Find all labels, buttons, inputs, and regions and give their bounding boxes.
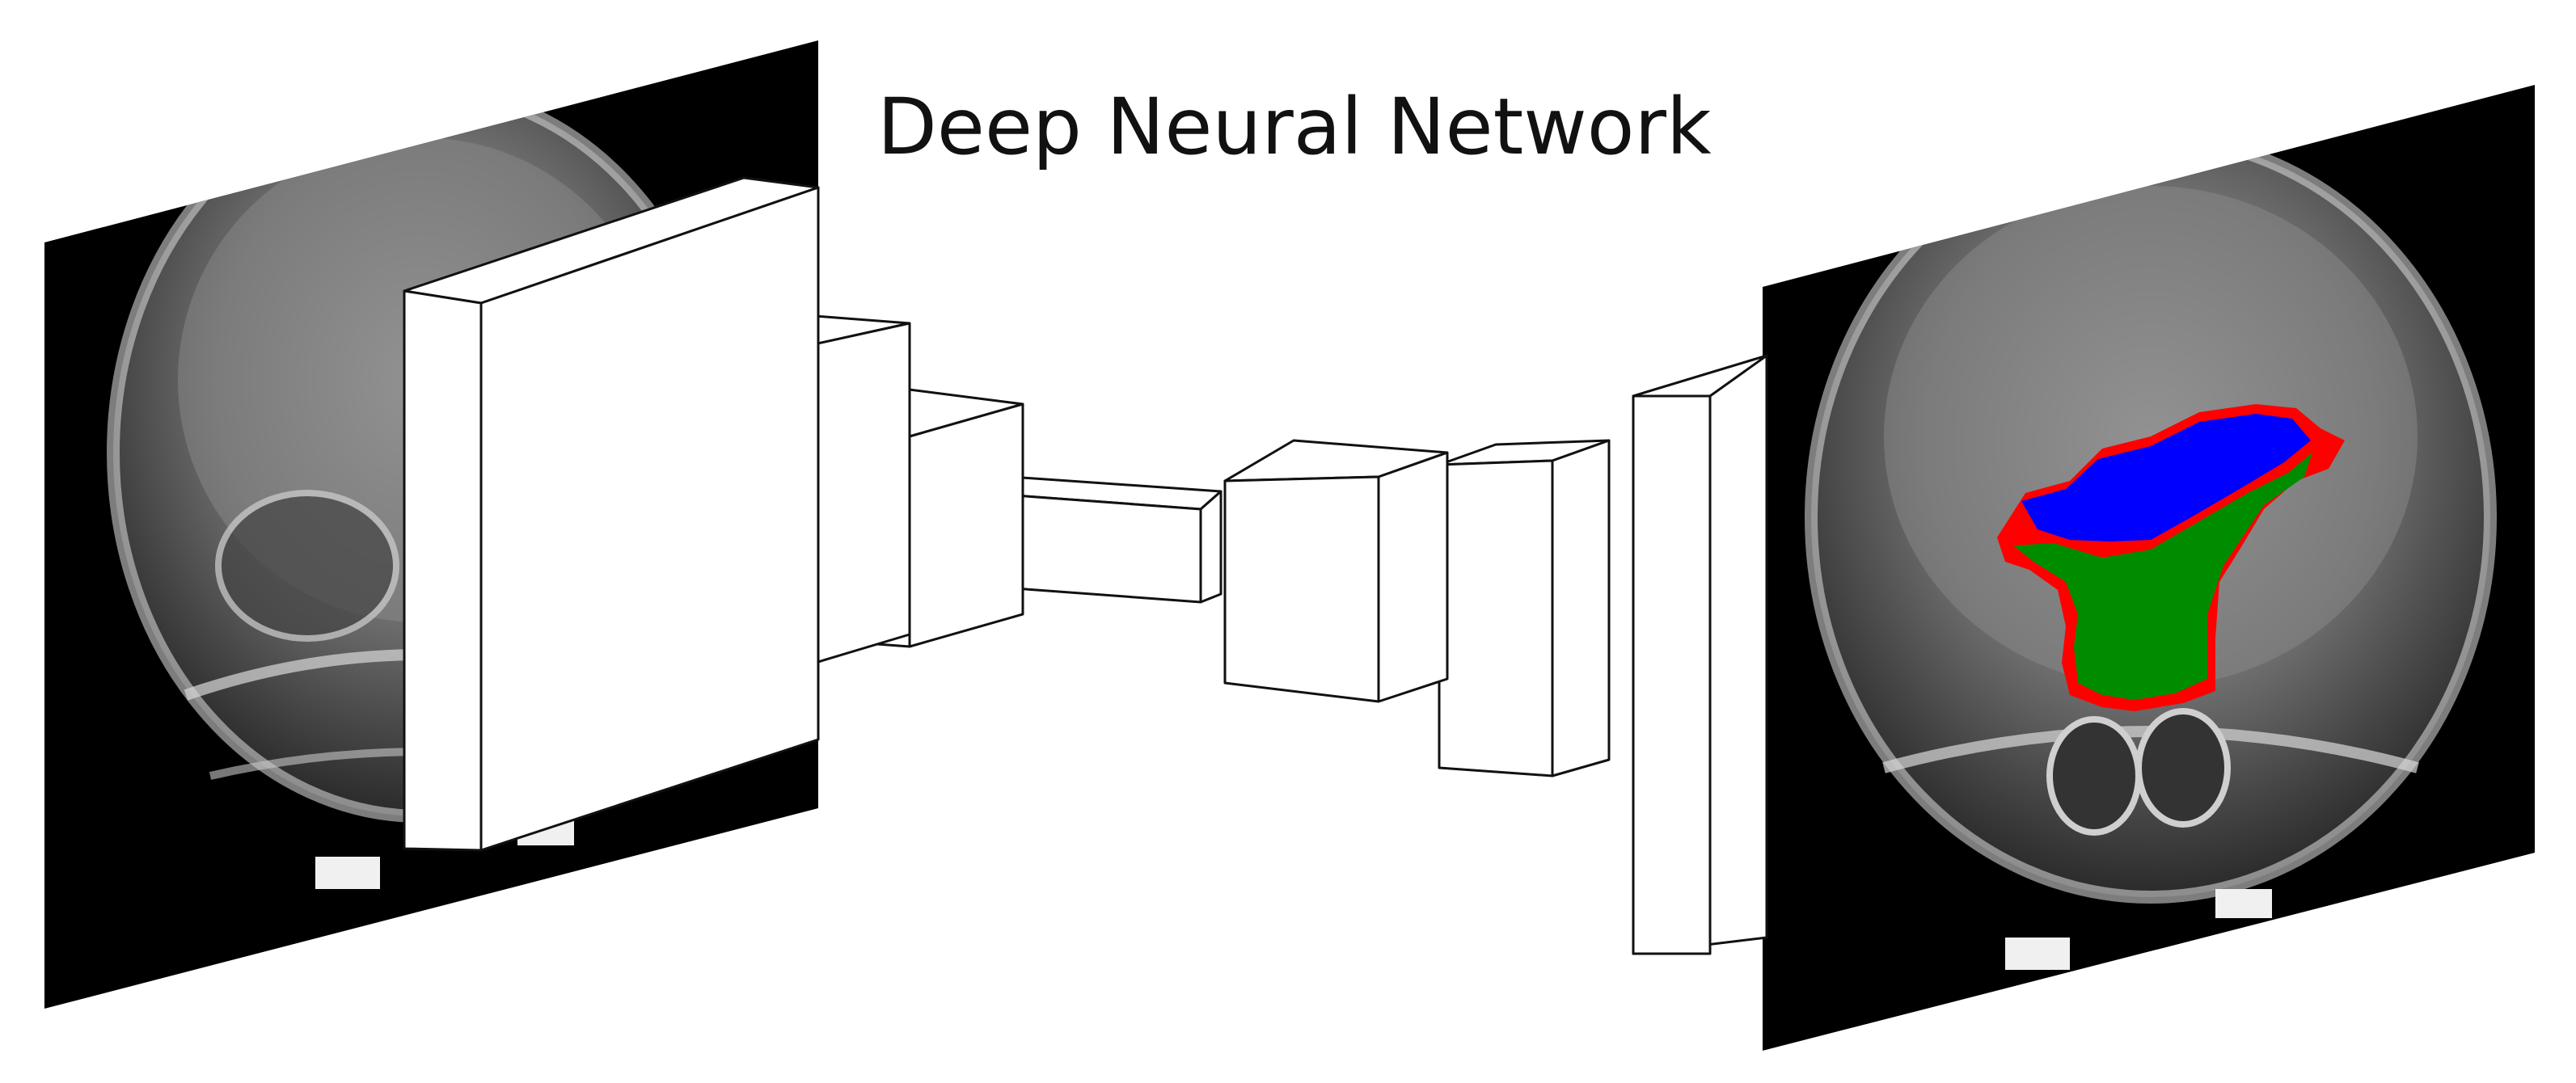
decoder-layer-1 (1223, 439, 1449, 703)
network-layers (403, 176, 1768, 955)
segmentation-overlay (1997, 404, 2345, 711)
segment-green (2013, 453, 2312, 700)
segment-blue (2021, 414, 2311, 542)
encoder-layer-1 (403, 176, 820, 852)
decoder-layer-3 (1632, 354, 1768, 955)
bottleneck-layer (981, 475, 1223, 604)
decoder-layer-2 (1438, 439, 1611, 777)
diagram-title: Deep Neural Network (877, 82, 1712, 172)
output-xray-panel (1763, 85, 2535, 1051)
